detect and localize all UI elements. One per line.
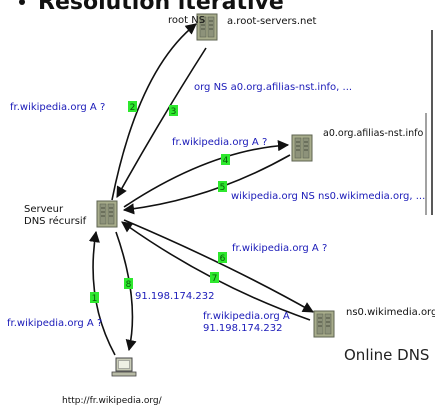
arrow-4-query-to-tld <box>123 140 290 208</box>
slide-title: Résolution itérative <box>38 0 284 15</box>
svg-text:1: 1 <box>92 294 98 304</box>
svg-text:6: 6 <box>220 254 226 264</box>
root-ns-label: root NS <box>168 15 205 26</box>
message-1-text: fr.wikipedia.org A ? <box>7 318 102 329</box>
auth-host-label: ns0.wikimedia.org <box>346 307 435 318</box>
resolver-server-icon <box>96 200 118 228</box>
resolver-label-line2: DNS récursif <box>24 215 87 227</box>
message-4-text: fr.wikipedia.org A ? <box>172 137 267 148</box>
title-bullet <box>19 0 25 5</box>
step-badge-7: 7 <box>210 272 219 284</box>
tld-host-label: a0.org.afilias-nst.info <box>323 128 423 139</box>
message-3-text: org NS a0.org.afilias-nst.info, ... <box>194 82 352 93</box>
message-8-text: 91.198.174.232 <box>135 291 215 302</box>
step-badge-3: 3 <box>169 105 178 117</box>
arrow-2-query-to-root <box>111 23 197 201</box>
svg-text:4: 4 <box>223 156 229 166</box>
message-6-text: fr.wikipedia.org A ? <box>232 243 327 254</box>
message-2-text: fr.wikipedia.org A ? <box>10 102 105 113</box>
resolver-label-line1: Serveur <box>24 204 64 215</box>
arrow-8-answer-to-client <box>115 231 137 352</box>
arrow-7-answer-from-auth <box>121 221 311 321</box>
svg-text:3: 3 <box>171 107 177 117</box>
svg-text:5: 5 <box>220 183 226 193</box>
message-7-text-line1: fr.wikipedia.org A <box>203 311 290 322</box>
auth-server-icon <box>313 310 335 338</box>
step-badge-8: 8 <box>124 278 133 290</box>
online-dns-text: Online DNS <box>344 346 429 364</box>
svg-text:7: 7 <box>212 274 218 284</box>
arrow-5-referral-from-tld <box>122 154 291 215</box>
tld-server-icon <box>291 134 313 162</box>
step-badge-4: 4 <box>221 154 230 166</box>
root-host-label: a.root-servers.net <box>227 16 316 27</box>
step-badge-5: 5 <box>218 181 227 193</box>
message-7-text-line2: 91.198.174.232 <box>203 323 283 334</box>
step-badge-2: 2 <box>128 101 137 113</box>
message-5-text: wikipedia.org NS ns0.wikimedia.org, ... <box>231 191 425 202</box>
client-url-label: http://fr.wikipedia.org/ <box>62 396 163 406</box>
step-badge-6: 6 <box>218 252 227 264</box>
client-computer-icon <box>111 357 137 377</box>
svg-text:8: 8 <box>126 280 132 290</box>
step-badge-1: 1 <box>90 292 99 304</box>
arrow-3-referral-from-root <box>116 47 207 198</box>
arrow-6-query-to-auth <box>123 219 314 313</box>
svg-text:2: 2 <box>130 103 136 113</box>
